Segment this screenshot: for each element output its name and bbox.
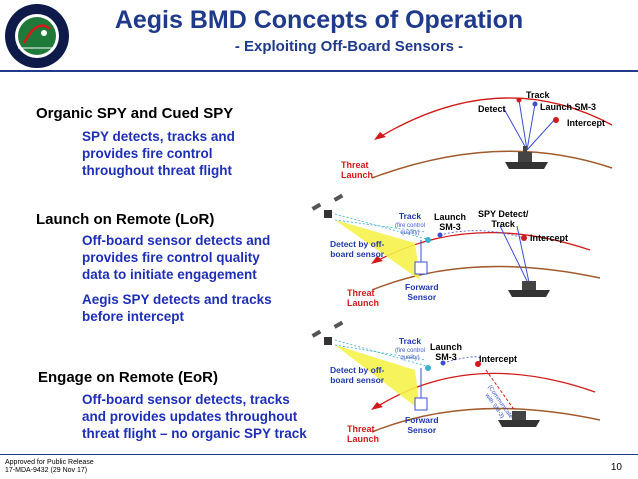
earth-surface (371, 265, 601, 291)
d2-track-label: Track (398, 211, 422, 221)
page-title: Aegis BMD Concepts of Operation (114, 6, 524, 34)
track-point (516, 97, 522, 103)
header-divider (0, 70, 638, 72)
concept-eor-title: Engage on Remote (EoR) (38, 369, 219, 386)
aegis-ship-icon (505, 146, 548, 169)
intercept-point (553, 117, 559, 123)
d1-intercept-label: Intercept (567, 118, 606, 128)
page-subtitle: - Exploiting Off-Board Sensors - (234, 38, 464, 55)
threat-trajectory (377, 97, 613, 139)
earth-surface (371, 150, 613, 179)
aegis-ship-icon (498, 411, 540, 427)
d1-launch-label: Launch SM-3 (540, 102, 597, 112)
threat-launch-arrow (374, 132, 386, 140)
seal-logo (4, 3, 70, 69)
satellite-beam (335, 220, 420, 280)
concept-lor-title: Launch on Remote (LoR) (36, 211, 215, 228)
concept-eor-desc: Off-board sensor detects, tracks and pro… (82, 392, 307, 441)
concept-organic-title: Organic SPY and Cued SPY (36, 105, 234, 122)
earth-surface (371, 407, 601, 433)
d1-track-label: Track (526, 90, 550, 100)
d2-detect-offboard-label: Detect by off-board sensor (330, 239, 385, 259)
d3-detect-offboard-label: Detect by off-board sensor (330, 365, 385, 385)
launch-point (532, 101, 538, 107)
concept-lor-desc: Off-board sensor detects and provides fi… (82, 233, 271, 282)
concept-organic-desc: SPY detects, tracks and provides fire co… (82, 129, 235, 178)
intercept-point (475, 361, 481, 367)
aegis-ship-icon (508, 281, 550, 297)
d3-track-label: Track (398, 336, 422, 346)
d2-intercept-label: Intercept (530, 233, 569, 243)
forward-sensor-icon (414, 397, 428, 411)
satellite-icon (311, 193, 344, 218)
page-number: 10 (610, 462, 622, 473)
concept-lor-desc2: Aegis SPY detects and tracks before inte… (82, 292, 272, 324)
d3-intercept-label: Intercept (479, 354, 518, 364)
satellite-icon (311, 320, 344, 345)
threat-trajectory (374, 372, 596, 409)
d2-spy-label: SPY Detect/Track (478, 209, 529, 229)
d1-detect-label: Detect (478, 104, 506, 114)
footer-divider (0, 454, 638, 455)
satellite-beam (335, 345, 420, 410)
footer-release: Approved for Public Release 17-MDA-9432 … (5, 459, 94, 474)
radar-beam (502, 99, 557, 151)
